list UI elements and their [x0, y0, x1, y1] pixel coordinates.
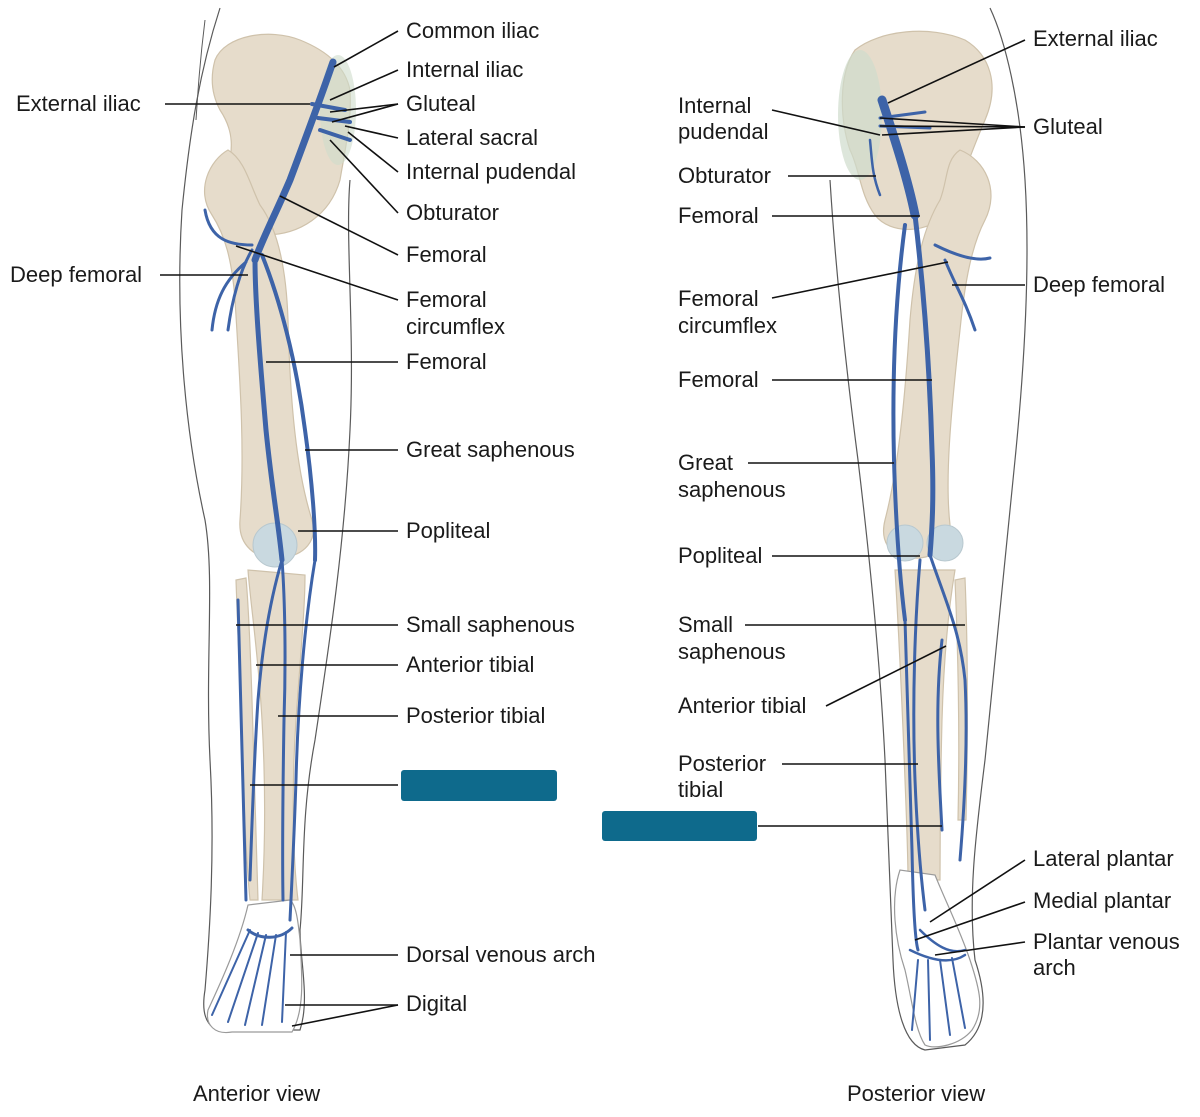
label-post-lateral-plantar: Lateral plantar: [1033, 846, 1174, 871]
hidden-label-box-anterior[interactable]: [401, 770, 557, 801]
label-post-medial-plantar: Medial plantar: [1033, 888, 1172, 913]
label-post-obturator: Obturator: [678, 163, 771, 188]
anterior-veins: [203, 58, 352, 1026]
label-anterior-tibial: Anterior tibial: [406, 652, 535, 677]
label-post-external-iliac: External iliac: [1033, 26, 1158, 51]
label-femoral-circumflex-line2: circumflex: [406, 314, 506, 339]
label-post-gluteal: Gluteal: [1033, 114, 1103, 139]
posterior-sacrum-shade: [838, 50, 882, 180]
anterior-foot: [206, 899, 303, 1034]
label-post-popliteal: Popliteal: [678, 543, 763, 568]
label-post-internal-pudendal-line2: pudendal: [678, 119, 769, 144]
label-post-femoral-upper: Femoral: [678, 203, 759, 228]
label-post-deep-femoral: Deep femoral: [1033, 272, 1166, 297]
caption-posterior-view: Posterior view: [847, 1081, 986, 1106]
hidden-label-box-posterior[interactable]: [602, 811, 757, 841]
label-post-plantar-venous-arch-line1: Plantar venous: [1033, 929, 1180, 954]
label-small-saphenous: Small saphenous: [406, 612, 575, 637]
label-posterior-tibial: Posterior tibial: [406, 703, 546, 728]
label-external-iliac: External iliac: [16, 91, 141, 116]
label-lateral-sacral: Lateral sacral: [406, 125, 539, 150]
label-post-internal-pudendal-line1: Internal: [678, 93, 752, 118]
label-post-femoral-circumflex-line2: circumflex: [678, 313, 778, 338]
label-post-small-saphenous-line1: Small: [678, 612, 734, 637]
caption-anterior-view: Anterior view: [193, 1081, 321, 1106]
label-post-plantar-venous-arch-line2: arch: [1033, 955, 1076, 980]
label-obturator: Obturator: [406, 200, 499, 225]
label-post-small-saphenous-line2: saphenous: [678, 639, 786, 664]
posterior-condyle-right: [926, 524, 964, 562]
label-great-saphenous: Great saphenous: [406, 437, 575, 462]
label-femoral-upper: Femoral: [406, 242, 487, 267]
anterior-leg: [179, 7, 356, 1034]
label-post-femoral-mid: Femoral: [678, 367, 759, 392]
label-deep-femoral: Deep femoral: [10, 262, 143, 287]
anterior-skin-outline: [179, 7, 353, 1032]
label-femoral-mid: Femoral: [406, 349, 487, 374]
posterior-skin-outline: [829, 7, 1028, 1051]
label-internal-iliac: Internal iliac: [406, 57, 524, 82]
label-internal-pudendal: Internal pudendal: [406, 159, 577, 184]
label-post-anterior-tibial: Anterior tibial: [678, 693, 807, 718]
label-popliteal: Popliteal: [406, 518, 491, 543]
label-post-femoral-circumflex-line1: Femoral: [678, 286, 759, 311]
label-gluteal: Gluteal: [406, 91, 476, 116]
label-post-great-saphenous-line1: Great: [678, 450, 734, 475]
anterior-patella: [252, 522, 298, 568]
label-digital: Digital: [406, 991, 468, 1016]
label-femoral-circumflex-line1: Femoral: [406, 287, 487, 312]
anterior-skin-inner: [195, 19, 206, 121]
label-common-iliac: Common iliac: [406, 18, 540, 43]
posterior-leg: [829, 7, 1028, 1051]
label-post-posterior-tibial-line1: Posterior: [678, 751, 767, 776]
label-post-posterior-tibial-line2: tibial: [678, 777, 724, 802]
leader-lines: [160, 30, 1026, 1027]
label-dorsal-venous-arch: Dorsal venous arch: [406, 942, 596, 967]
label-post-great-saphenous-line2: saphenous: [678, 477, 786, 502]
